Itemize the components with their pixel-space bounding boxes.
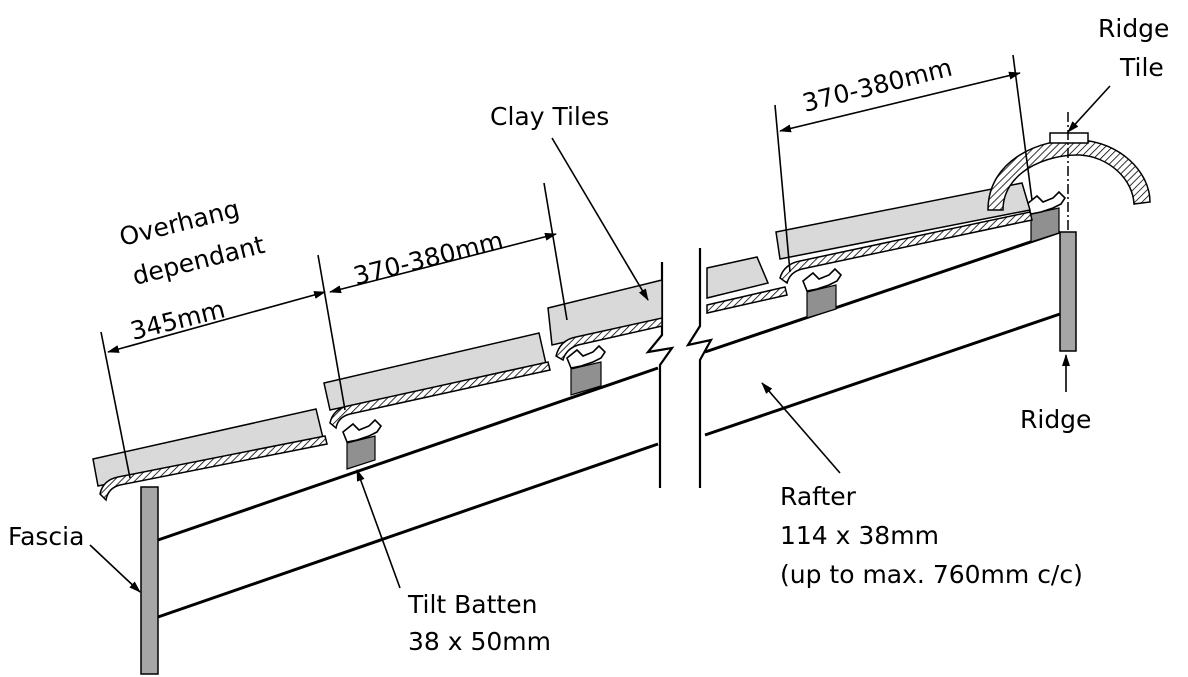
ext-line-3 (543, 182, 568, 321)
clay-tiles (92, 182, 1033, 502)
label-rafter-2: 114 x 38mm (780, 521, 939, 550)
label-ridge-tile-2: Tile (1119, 53, 1164, 82)
clip-2 (566, 344, 607, 369)
rafter-bottom-edge-left (157, 442, 659, 619)
tile-5-face (775, 182, 1031, 260)
label-dim-345: 345mm (127, 294, 228, 345)
label-rafter-3: (up to max. 760mm c/c) (780, 560, 1083, 589)
ridge-tile-cap (1049, 132, 1089, 144)
clip-1 (342, 418, 383, 443)
tile-4-edge (706, 286, 788, 314)
dim-line-345 (107, 291, 326, 353)
ext-line-2 (317, 254, 346, 411)
batten-1 (346, 435, 376, 470)
leader-tilt-batten (356, 469, 401, 589)
rafter-top-edge-left (157, 366, 659, 542)
batten-2 (570, 361, 602, 396)
label-ridge-tile-1: Ridge (1098, 14, 1169, 43)
label-tilt-batten-2: 38 x 50mm (408, 627, 551, 656)
tile-4-face (706, 256, 770, 299)
leader-ridge-tile (1067, 85, 1111, 133)
tilt-battens (346, 207, 1060, 470)
tile-3-edge (555, 317, 663, 362)
break-line-right (685, 248, 714, 488)
ext-line-4 (774, 104, 791, 273)
ridge-tile-arch (987, 139, 1151, 211)
clip-4 (1026, 190, 1067, 215)
batten-clips (342, 190, 1067, 443)
ridge-board (1059, 231, 1077, 352)
ext-line-1 (100, 331, 131, 479)
clip-3 (802, 267, 843, 292)
label-dim-370-left: 370-380mm (350, 226, 506, 291)
label-tilt-batten-1: Tilt Batten (407, 590, 537, 619)
leader-clay-tiles (551, 137, 649, 301)
rafter (157, 230, 1061, 619)
tile-1-edge (99, 435, 328, 502)
rafter-top-edge-right (704, 230, 1061, 354)
batten-4 (1030, 207, 1060, 243)
leaders (89, 85, 1111, 593)
dim-line-370-left (329, 232, 557, 294)
tile-5-edge (779, 211, 1033, 285)
rafter-bottom-edge-right (704, 312, 1061, 437)
dimensions (100, 54, 1033, 479)
leader-rafter (761, 382, 841, 474)
label-clay-tiles: Clay Tiles (490, 102, 609, 131)
dim-line-370-right (779, 71, 1021, 133)
label-fascia: Fascia (8, 522, 84, 551)
tile-2-edge (329, 361, 551, 430)
batten-3 (806, 284, 837, 319)
label-ridge: Ridge (1020, 405, 1091, 434)
label-rafter-1: Rafter (780, 482, 857, 511)
fascia-board (140, 486, 159, 675)
leader-fascia (89, 544, 141, 593)
